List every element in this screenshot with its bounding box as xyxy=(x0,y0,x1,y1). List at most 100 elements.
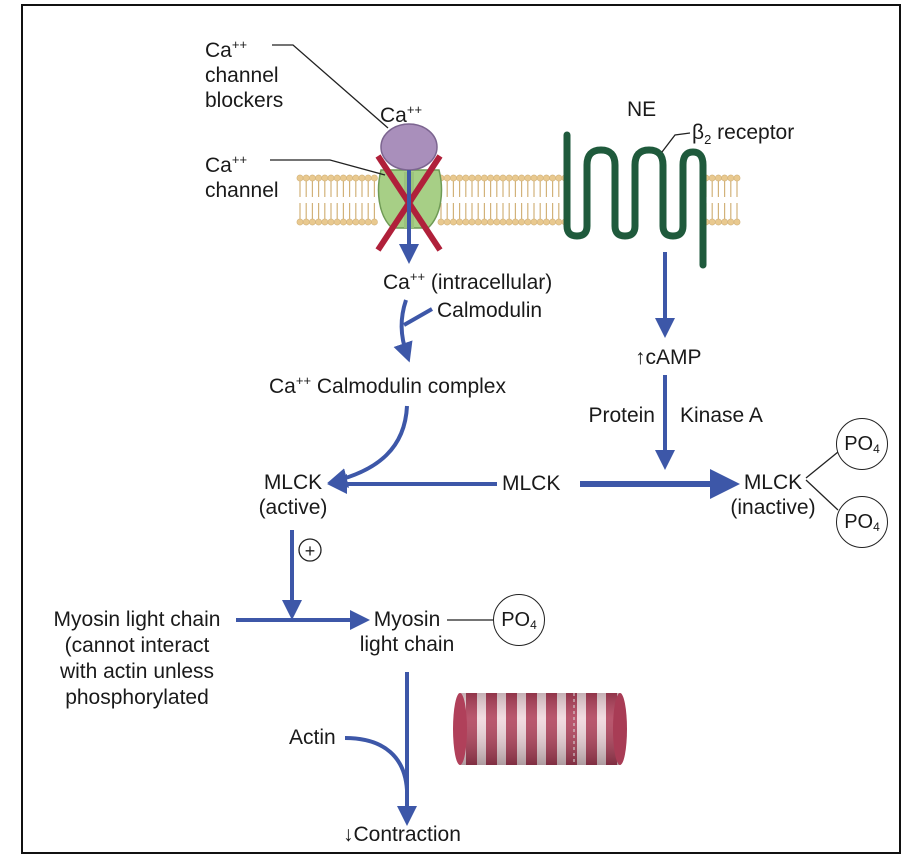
mlck-active-label: MLCK (active) xyxy=(258,471,328,519)
lipid-head xyxy=(530,218,538,226)
lipid-head xyxy=(721,218,728,226)
lipid-head xyxy=(518,174,525,182)
channel-blocker xyxy=(380,123,438,171)
lipid-head xyxy=(480,174,488,182)
ca-charge: ++ xyxy=(231,37,248,52)
lipid-head xyxy=(296,174,304,182)
lipid-head xyxy=(449,174,457,182)
lipid-head xyxy=(524,174,532,182)
lipid-head xyxy=(456,218,463,226)
channel-label: Ca++ channel xyxy=(205,152,279,202)
lipid-head xyxy=(443,174,451,182)
lipid-head xyxy=(708,218,716,226)
lipid-head xyxy=(321,218,329,226)
lipid-head xyxy=(512,218,519,226)
lipid-head xyxy=(715,174,722,182)
lipid-head xyxy=(352,218,360,226)
beta2-receptor-label: β2 receptor xyxy=(692,121,795,148)
plus-sign: + xyxy=(305,541,316,561)
lipid-head xyxy=(518,218,525,226)
channel-blockers-line2: channel xyxy=(205,64,279,87)
channel-blockers-line3: blockers xyxy=(205,89,284,112)
lipid-head xyxy=(308,174,316,182)
lipid-head xyxy=(530,174,538,182)
lipid-head xyxy=(727,218,735,226)
arrow-complex-to-mlck-active xyxy=(327,405,409,488)
lipid-head xyxy=(449,218,457,226)
lipid-head xyxy=(499,218,507,226)
leader-channel xyxy=(270,159,386,176)
lipid-head xyxy=(549,174,556,182)
lipid-head xyxy=(468,174,476,182)
lipid-head xyxy=(733,174,741,182)
lipid-head xyxy=(339,218,347,226)
lipid-head xyxy=(437,218,445,226)
lipid-head xyxy=(474,218,482,226)
lipid-head xyxy=(315,174,322,182)
lipid-head xyxy=(543,174,550,182)
lipid-head xyxy=(302,218,310,226)
stimulation-plus-circle xyxy=(298,538,322,562)
contraction-label: ↓Contraction xyxy=(343,823,461,846)
ne-label: NE xyxy=(627,98,657,121)
lipid-head xyxy=(505,218,513,226)
leader-channel-blockers xyxy=(272,44,389,129)
contraction-down-arrow: ↓ xyxy=(343,823,354,846)
lipid-head xyxy=(321,174,329,182)
lipid-head xyxy=(555,174,563,182)
lipid-head xyxy=(333,174,341,182)
arrow-actin xyxy=(344,736,409,791)
actin-label: Actin xyxy=(289,726,336,749)
lipid-head xyxy=(462,218,470,226)
diagram-frame xyxy=(21,4,901,854)
lipid-head xyxy=(715,218,722,226)
lipid-head xyxy=(727,174,735,182)
leader-po4-top xyxy=(805,451,839,479)
lipid-head xyxy=(308,218,316,226)
lipid-head xyxy=(339,174,347,182)
lipid-head xyxy=(493,174,501,182)
lipid-head xyxy=(352,174,360,182)
lipid-head xyxy=(462,174,470,182)
lipid-head xyxy=(512,174,519,182)
lipid-head xyxy=(708,174,716,182)
lipid-head xyxy=(370,218,378,226)
lipid-head xyxy=(499,174,507,182)
ca-intracellular-label: Ca++ (intracellular) xyxy=(383,269,553,294)
lipid-head xyxy=(474,174,482,182)
camp-up-arrow: ↑ xyxy=(635,346,646,369)
myosin-light-chain-right-label: Myosin light chain xyxy=(359,608,455,656)
lipid-head xyxy=(493,218,501,226)
protein-label: Protein xyxy=(588,404,655,427)
lipid-head xyxy=(487,218,494,226)
lipid-head xyxy=(296,218,304,226)
lipid-head xyxy=(536,174,544,182)
calmodulin-complex-label: Ca++ Calmodulin complex xyxy=(269,373,506,398)
leader-po4-bottom xyxy=(805,479,839,511)
muscle-fiber-illustration xyxy=(453,693,627,765)
mlck-inactive-label: MLCK (inactive) xyxy=(730,471,816,519)
lipid-head xyxy=(358,174,366,182)
lipid-head xyxy=(468,218,476,226)
lipid-head xyxy=(364,218,372,226)
channel-line2: channel xyxy=(205,179,279,202)
lipid-head xyxy=(456,174,463,182)
lipid-head xyxy=(443,218,451,226)
calmodulin-label: Calmodulin xyxy=(437,299,543,322)
lipid-head xyxy=(346,174,353,182)
lipid-head xyxy=(358,218,366,226)
lipid-head xyxy=(543,218,550,226)
lipid-head xyxy=(733,218,741,226)
beta2-receptor-protein xyxy=(563,131,707,269)
lipid-head xyxy=(333,218,341,226)
camp-label: ↑cAMP xyxy=(635,346,702,369)
lipid-head xyxy=(346,218,353,226)
lipid-head xyxy=(364,174,372,182)
lipid-head xyxy=(487,174,494,182)
cell-membrane xyxy=(296,174,741,226)
lipid-head xyxy=(555,218,563,226)
ca-text: Ca xyxy=(205,39,232,62)
